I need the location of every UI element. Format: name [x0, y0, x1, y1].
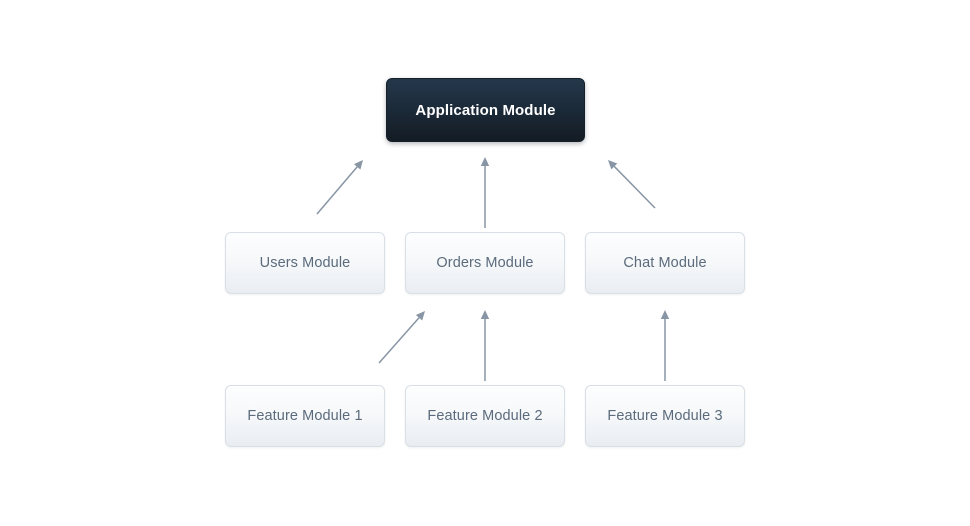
node-label-feature-module-1: Feature Module 1	[247, 407, 363, 424]
node-application-module[interactable]: Application Module	[386, 78, 585, 142]
node-orders-module[interactable]: Orders Module	[405, 232, 565, 294]
node-label-chat-module: Chat Module	[623, 254, 707, 271]
node-chat-module[interactable]: Chat Module	[585, 232, 745, 294]
node-label-feature-module-2: Feature Module 2	[427, 407, 543, 424]
arrow-users-to-application	[316, 160, 363, 215]
node-label-application-module: Application Module	[415, 101, 556, 119]
arrow-feature3-to-chat	[660, 310, 670, 381]
arrow-feature1-to-orders	[378, 311, 425, 364]
node-feature-module-2[interactable]: Feature Module 2	[405, 385, 565, 447]
node-feature-module-3[interactable]: Feature Module 3	[585, 385, 745, 447]
node-label-orders-module: Orders Module	[436, 254, 534, 271]
arrow-orders-to-application	[480, 157, 490, 228]
arrow-feature2-to-orders	[480, 310, 490, 381]
node-label-users-module: Users Module	[259, 254, 351, 271]
arrow-chat-to-application	[608, 160, 656, 209]
node-label-feature-module-3: Feature Module 3	[607, 407, 723, 424]
node-feature-module-1[interactable]: Feature Module 1	[225, 385, 385, 447]
node-users-module[interactable]: Users Module	[225, 232, 385, 294]
